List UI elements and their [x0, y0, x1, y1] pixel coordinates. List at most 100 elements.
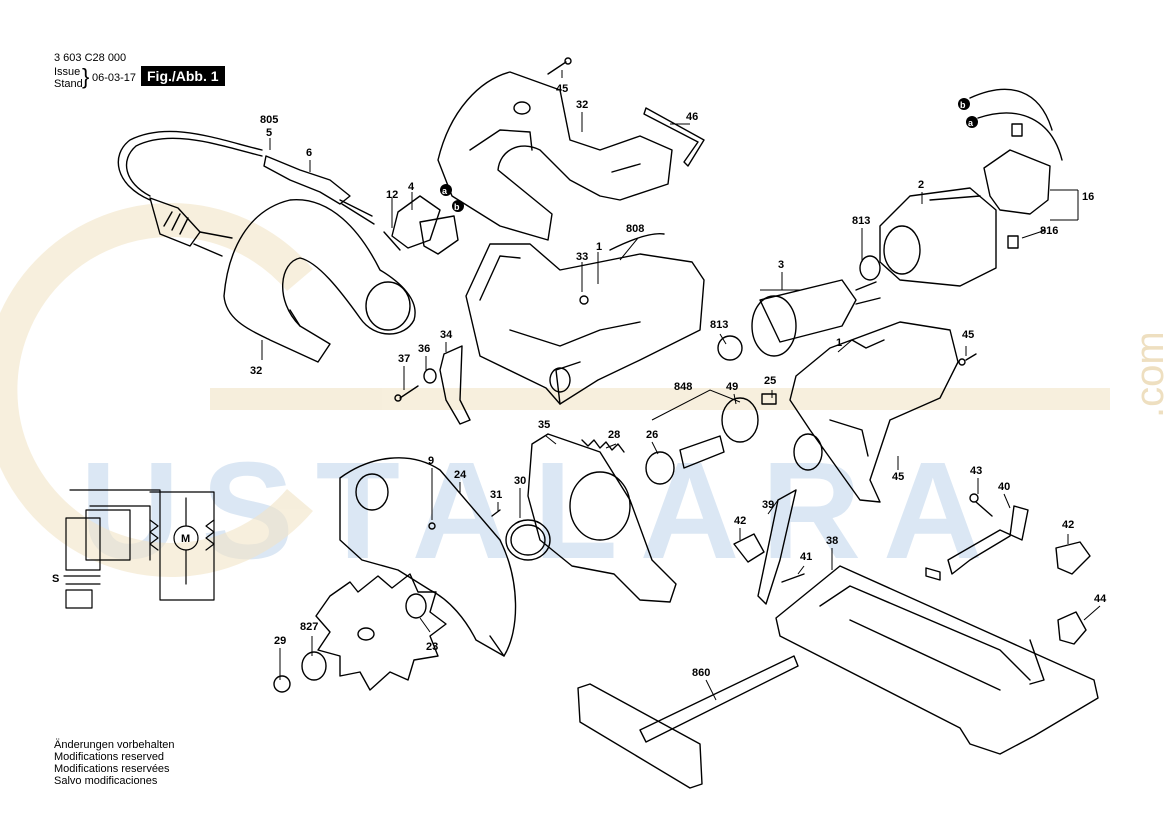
label-49: 49	[726, 381, 738, 393]
saw-blade	[315, 573, 447, 691]
note-de: Änderungen vorbehalten	[54, 739, 175, 751]
screw-top	[547, 57, 572, 75]
marker-a-right-inner: a	[968, 118, 974, 128]
label-45-right: 45	[962, 329, 974, 341]
label-3: 3	[778, 259, 784, 271]
label-32-left: 32	[250, 365, 262, 377]
knob-44	[1057, 611, 1087, 645]
note-en: Modifications reserved	[54, 751, 165, 763]
stand-label: Stand	[54, 78, 83, 90]
part-labels: 805 5 6 12 4 45 32 46 b a 2 813 16 816 8…	[250, 83, 1107, 679]
label-35: 35	[538, 419, 550, 431]
lower-guard	[527, 433, 677, 603]
label-4: 4	[408, 181, 415, 193]
switch-symbol-label: S	[52, 573, 59, 585]
label-28: 28	[608, 429, 620, 441]
note-fr: Modifications reservées	[54, 763, 170, 775]
label-24: 24	[454, 469, 467, 481]
label-860: 860	[692, 667, 710, 679]
label-16: 16	[1082, 191, 1094, 203]
label-23: 23	[426, 641, 438, 653]
screw-33	[579, 295, 589, 305]
label-46: 46	[686, 111, 698, 123]
handle-cover-left	[223, 199, 416, 363]
marker-b-left: b	[454, 202, 460, 212]
label-813-top: 813	[852, 215, 870, 227]
motor-symbol-label: M	[181, 533, 190, 545]
part-number: 3 603 C28 000	[54, 52, 127, 64]
label-32-top: 32	[576, 99, 588, 111]
label-34: 34	[440, 329, 453, 341]
label-36: 36	[418, 343, 430, 355]
label-1-right: 1	[836, 337, 842, 349]
motor-housing	[465, 243, 705, 405]
marker-b-right-inner: b	[960, 100, 966, 110]
on-off-switch	[383, 195, 459, 255]
label-41: 41	[800, 551, 812, 563]
label-40: 40	[998, 481, 1010, 493]
screw-43	[969, 493, 979, 503]
label-1-top: 1	[596, 241, 602, 253]
marker-a-left: a	[442, 186, 448, 196]
motor-field	[879, 187, 997, 287]
label-813-bottom: 813	[710, 319, 728, 331]
flange-827	[301, 651, 327, 681]
label-5: 5	[266, 127, 272, 139]
label-45-top: 45	[556, 83, 568, 95]
power-cord	[117, 130, 263, 257]
note-es: Salvo modificaciones	[54, 775, 158, 787]
screw-31	[491, 509, 501, 517]
spring	[581, 439, 625, 453]
label-808: 808	[626, 223, 644, 235]
circuit-schematic	[63, 489, 215, 609]
connector-markers: a b	[440, 98, 978, 212]
wing-knob-right	[1055, 541, 1091, 575]
label-805: 805	[260, 114, 278, 126]
label-25: 25	[764, 375, 776, 387]
label-6: 6	[306, 147, 312, 159]
figure-title: Fig./Abb. 1	[141, 66, 225, 86]
label-33: 33	[576, 251, 588, 263]
label-30: 30	[514, 475, 526, 487]
rip-fence	[577, 655, 799, 789]
label-848: 848	[674, 381, 692, 393]
hex-key	[643, 107, 705, 167]
brace-glyph: }	[82, 64, 90, 89]
issue-label: Issue	[54, 66, 81, 78]
label-37: 37	[398, 353, 410, 365]
flange-23	[405, 593, 427, 619]
issue-date: 06-03-17	[92, 72, 137, 84]
depth-bracket	[925, 505, 1029, 581]
cable-protector	[263, 155, 375, 225]
spindle	[645, 393, 777, 485]
leader-lines	[261, 70, 1101, 701]
armature	[717, 255, 881, 361]
gear-housing	[789, 321, 977, 503]
label-816: 816	[1040, 225, 1058, 237]
bracket-808	[609, 233, 665, 251]
label-827: 827	[300, 621, 318, 633]
label-43: 43	[970, 465, 982, 477]
label-39: 39	[762, 499, 774, 511]
base-plate	[775, 565, 1099, 755]
label-42-right: 42	[1062, 519, 1074, 531]
label-9: 9	[428, 455, 434, 467]
label-38: 38	[826, 535, 838, 547]
label-26: 26	[646, 429, 658, 441]
blade-guard	[339, 457, 517, 657]
clamping-screw	[273, 675, 291, 693]
brush-holder	[969, 88, 1063, 249]
modification-notes: Änderungen vorbehalten Modifications res…	[54, 739, 174, 787]
label-44: 44	[1094, 593, 1107, 605]
screw-41	[781, 573, 805, 583]
label-45-lower: 45	[892, 471, 904, 483]
label-42-left: 42	[734, 515, 746, 527]
washer-36	[423, 368, 437, 384]
top-handle	[437, 71, 673, 241]
wing-knob-left	[733, 533, 765, 563]
label-12: 12	[386, 189, 398, 201]
screw-37	[399, 385, 419, 399]
bevel-scale	[757, 489, 797, 605]
riving-knife	[439, 345, 471, 425]
